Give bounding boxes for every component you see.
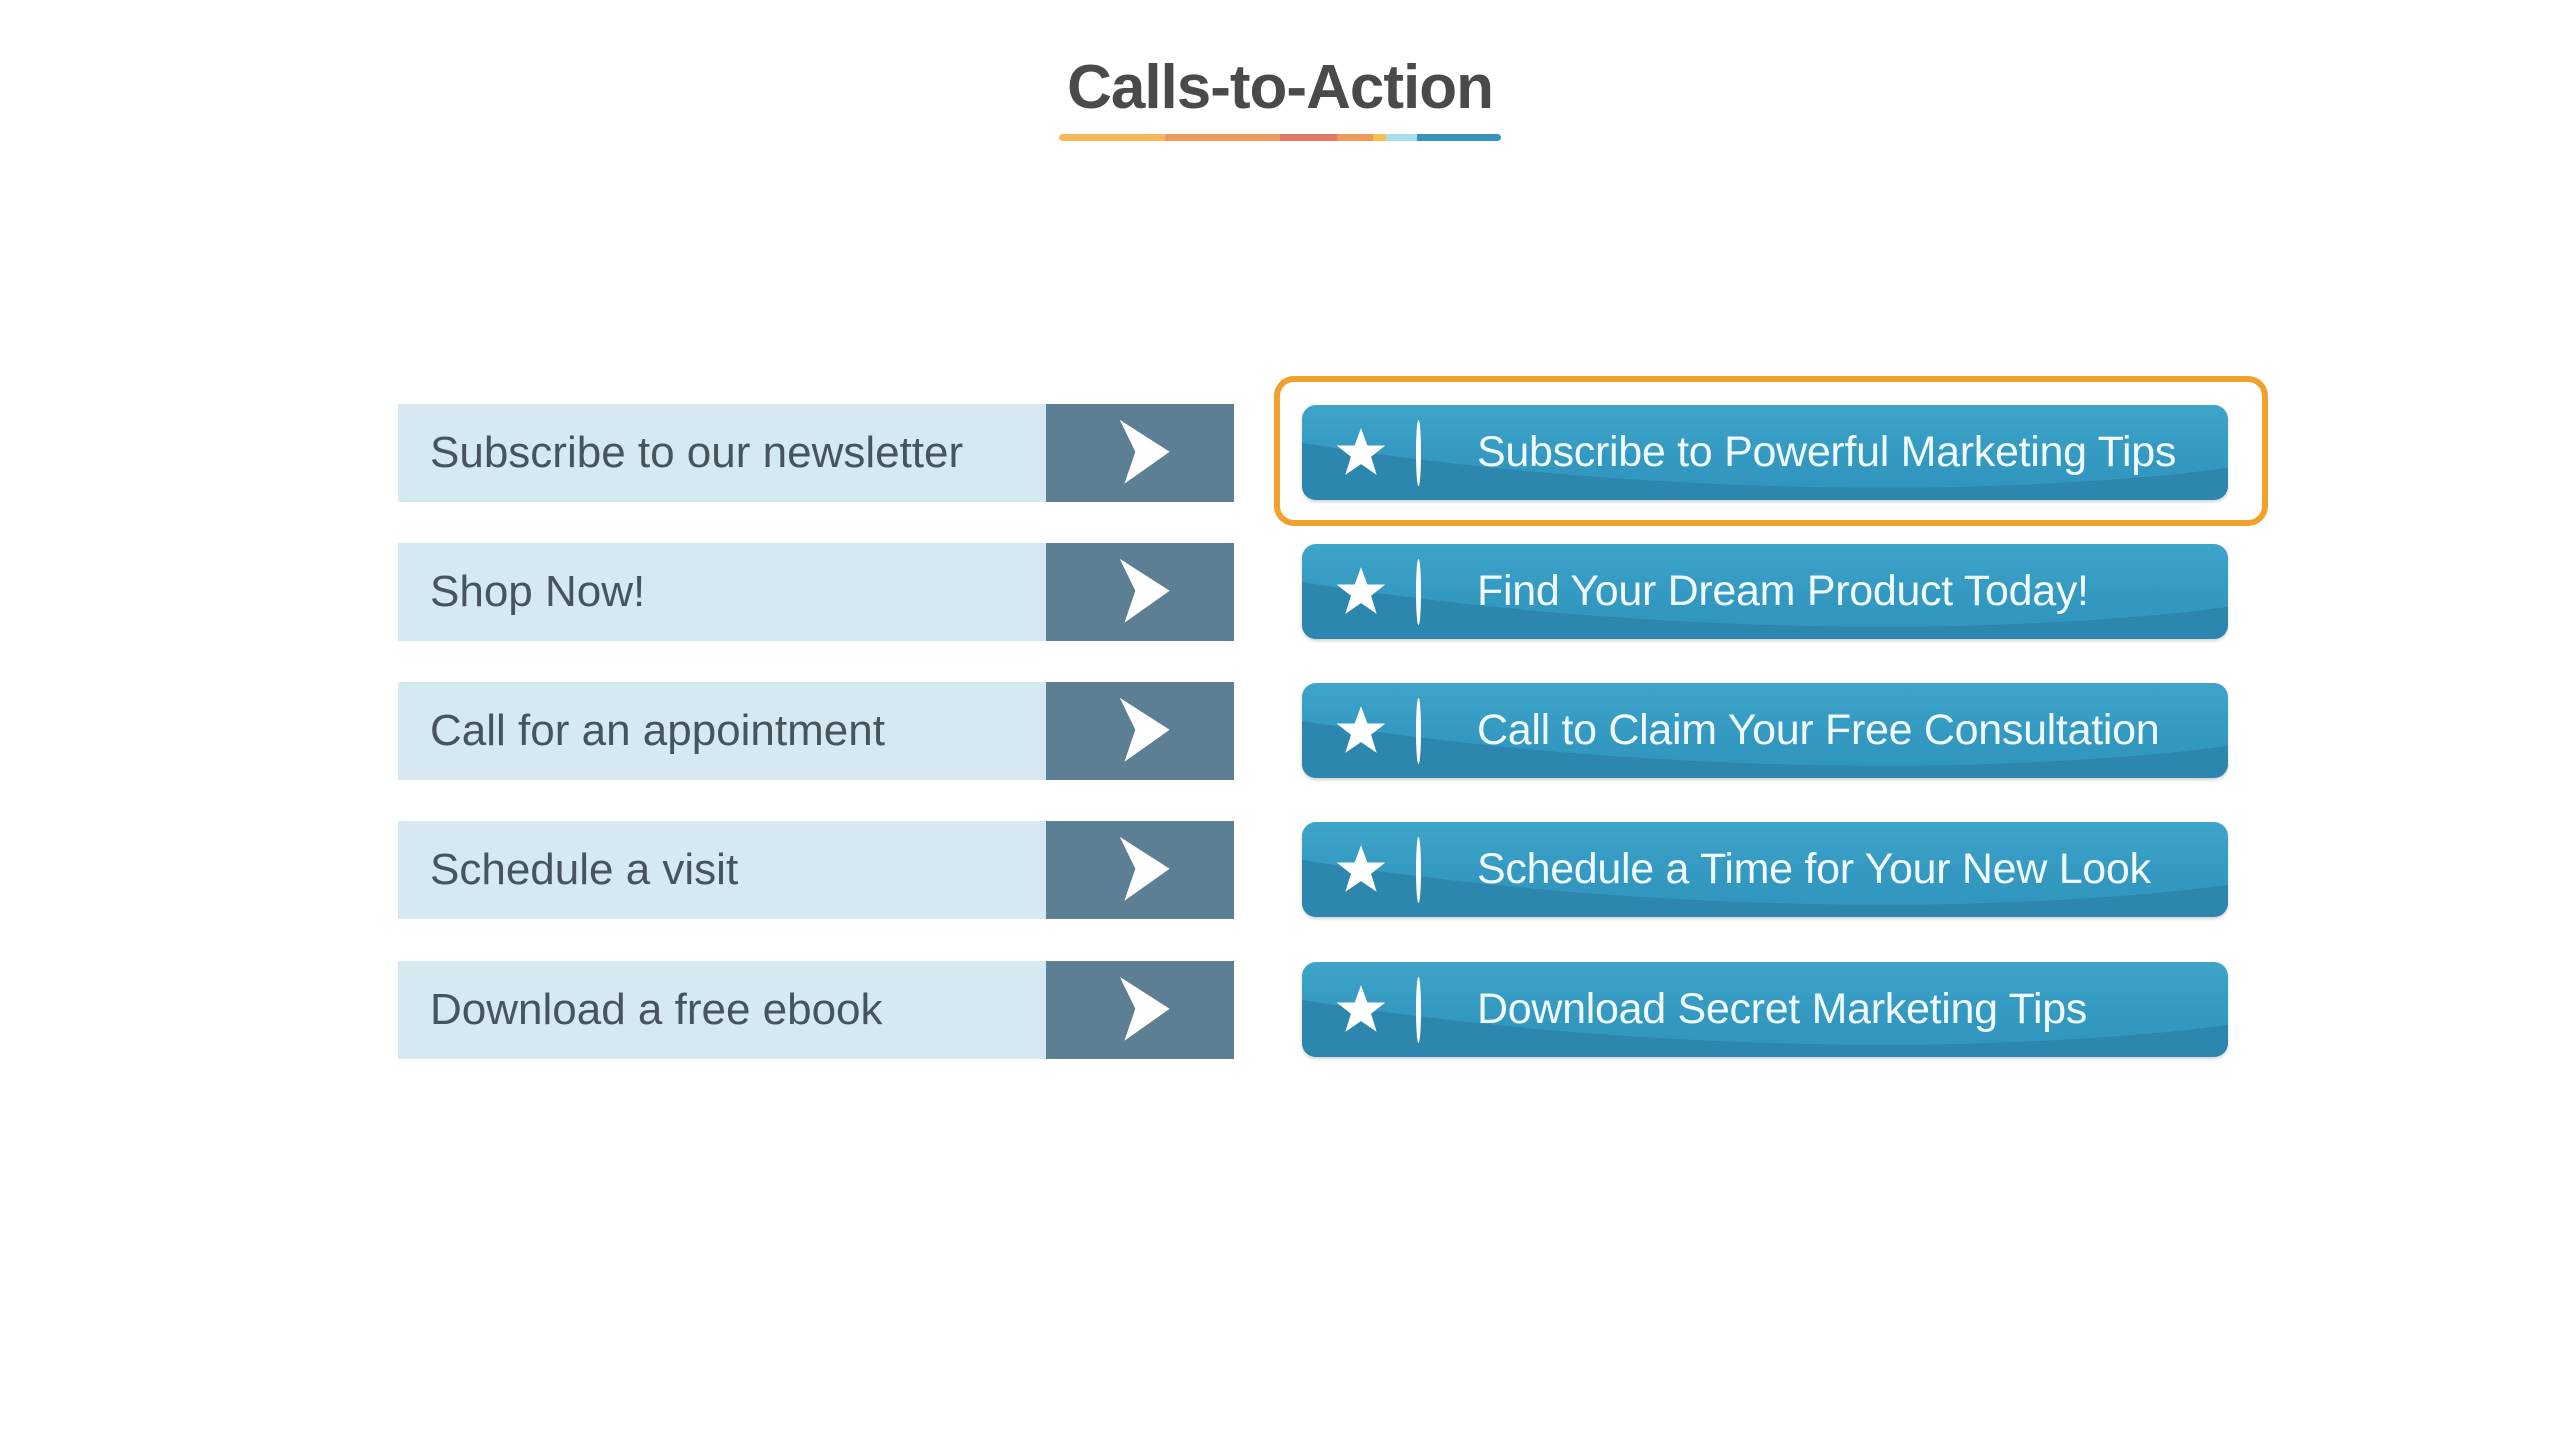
- improved-cta-label: Subscribe to Powerful Marketing Tips: [1477, 428, 2177, 476]
- vertical-divider: [1416, 836, 1421, 903]
- forward-arrow-icon: [1101, 549, 1179, 636]
- generic-cta-row[interactable]: Shop Now!: [398, 543, 1234, 641]
- forward-arrow-icon: [1101, 688, 1179, 775]
- improved-cta-button[interactable]: Subscribe to Powerful Marketing Tips: [1302, 405, 2228, 500]
- forward-arrow-icon: [1101, 410, 1179, 497]
- improved-cta-label: Download Secret Marketing Tips: [1477, 985, 2088, 1033]
- star-icon: [1336, 566, 1386, 614]
- arrow-button[interactable]: [1046, 961, 1234, 1059]
- forward-arrow-icon: [1101, 827, 1179, 914]
- title-underline: [1059, 134, 1501, 141]
- star-icon: [1336, 427, 1386, 475]
- page-title: Calls-to-Action: [1067, 53, 1494, 122]
- star-icon: [1336, 705, 1386, 753]
- star-icon: [1336, 984, 1386, 1032]
- vertical-divider: [1416, 558, 1421, 625]
- generic-cta-label: Subscribe to our newsletter: [398, 404, 1046, 502]
- generic-cta-label: Download a free ebook: [398, 961, 1046, 1059]
- generic-cta-row[interactable]: Download a free ebook: [398, 961, 1234, 1059]
- improved-cta-button[interactable]: Download Secret Marketing Tips: [1302, 962, 2228, 1057]
- improved-cta-label: Find Your Dream Product Today!: [1477, 567, 2089, 615]
- arrow-button[interactable]: [1046, 404, 1234, 502]
- generic-cta-row[interactable]: Subscribe to our newsletter: [398, 404, 1234, 502]
- vertical-divider: [1416, 976, 1421, 1043]
- generic-cta-row[interactable]: Call for an appointment: [398, 682, 1234, 780]
- generic-cta-label: Schedule a visit: [398, 821, 1046, 919]
- generic-cta-row[interactable]: Schedule a visit: [398, 821, 1234, 919]
- arrow-button[interactable]: [1046, 543, 1234, 641]
- generic-cta-label: Call for an appointment: [398, 682, 1046, 780]
- improved-cta-label: Schedule a Time for Your New Look: [1477, 845, 2151, 893]
- star-icon: [1336, 844, 1386, 892]
- vertical-divider: [1416, 697, 1421, 764]
- arrow-button[interactable]: [1046, 682, 1234, 780]
- improved-cta-button[interactable]: Schedule a Time for Your New Look: [1302, 822, 2228, 917]
- improved-cta-button[interactable]: Find Your Dream Product Today!: [1302, 544, 2228, 639]
- generic-cta-label: Shop Now!: [398, 543, 1046, 641]
- improved-cta-button[interactable]: Call to Claim Your Free Consultation: [1302, 683, 2228, 778]
- arrow-button[interactable]: [1046, 821, 1234, 919]
- vertical-divider: [1416, 419, 1421, 486]
- forward-arrow-icon: [1101, 967, 1179, 1054]
- improved-cta-label: Call to Claim Your Free Consultation: [1477, 706, 2160, 754]
